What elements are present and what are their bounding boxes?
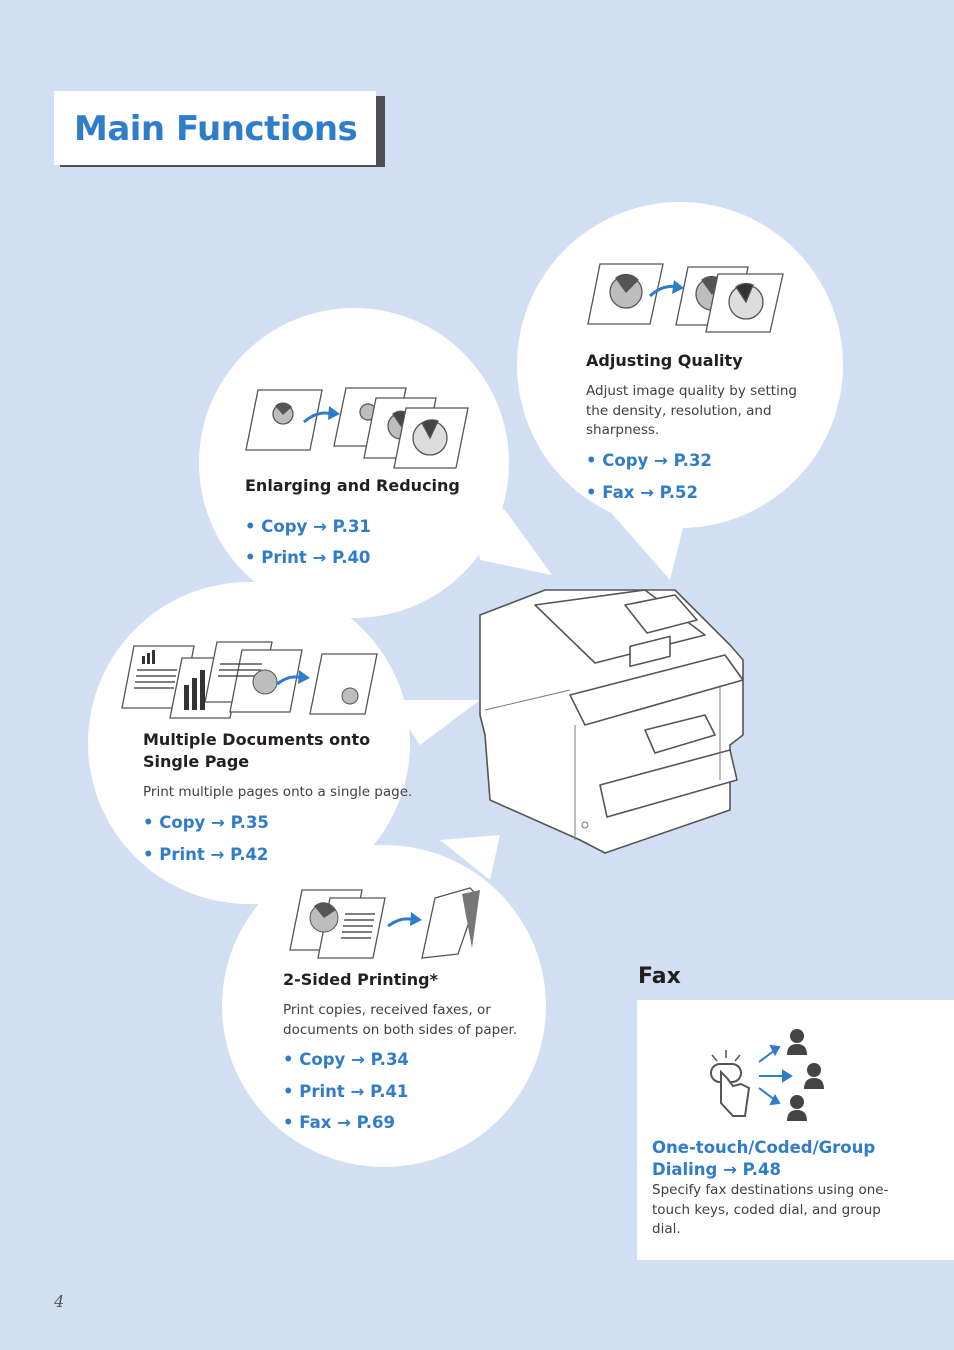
link-fax-p52[interactable]: • Fax → P.52 (586, 482, 698, 502)
fax-description-1: Specify fax destinations using one- (652, 1182, 889, 1198)
multiple-documents-description: Print multiple pages onto a single page. (143, 784, 413, 800)
enlarging-reducing-illustration (245, 387, 469, 469)
page-number: 4 (54, 1292, 65, 1311)
adjusting-quality-description: Adjust image quality by setting the dens… (586, 383, 797, 438)
two-sided-heading: 2-Sided Printing* (283, 970, 438, 989)
fax-section-title: Fax (638, 964, 681, 989)
link-copy-p32[interactable]: • Copy → P.32 (586, 450, 712, 470)
blue-arrow-icon (672, 280, 684, 294)
two-sided-illustration (289, 887, 480, 959)
link-print-p42[interactable]: • Print → P.42 (143, 844, 269, 864)
tail-multiple (390, 700, 480, 745)
fax-panel: One-touch/Coded/Group Dialing → P.48 Spe… (637, 1000, 954, 1260)
link-print-p41[interactable]: • Print → P.41 (283, 1082, 409, 1101)
link-one-touch-dialing-1[interactable]: One-touch/Coded/Group (652, 1138, 876, 1157)
page-title: Main Functions (74, 109, 358, 149)
adjusting-quality-illustration (587, 263, 784, 333)
multiple-documents-heading-1: Multiple Documents onto (143, 730, 371, 749)
destination-arrows (758, 1044, 793, 1106)
fax-content: One-touch/Coded/Group Dialing → P.48 Spe… (652, 1137, 888, 1240)
link-print-p40[interactable]: • Print → P.40 (245, 548, 371, 567)
title-banner: Main Functions (54, 91, 376, 165)
adjusting-quality-heading: Adjusting Quality (586, 351, 743, 370)
feature-enlarging-reducing: Enlarging and Reducing • Copy → P.31 • P… (245, 475, 460, 569)
printer-illustration (479, 589, 744, 854)
link-copy-p31[interactable]: • Copy → P.31 (245, 517, 371, 536)
fax-description-2: touch keys, coded dial, and group (652, 1201, 881, 1218)
person-icon (804, 1063, 824, 1089)
fax-description-3: dial. (652, 1221, 681, 1237)
link-one-touch-dialing-2[interactable]: Dialing → P.48 (652, 1160, 781, 1179)
person-icon (787, 1029, 807, 1055)
tail-two-sided (440, 835, 500, 880)
hand-touch-icon (710, 1050, 751, 1117)
feature-multiple-documents: Multiple Documents onto Single Page Prin… (143, 729, 412, 866)
link-copy-p34[interactable]: • Copy → P.34 (283, 1050, 409, 1069)
two-sided-description-2: documents on both sides of paper. (283, 1021, 518, 1038)
link-fax-p69[interactable]: • Fax → P.69 (283, 1113, 395, 1132)
multiple-documents-illustration (121, 641, 378, 719)
feature-two-sided: 2-Sided Printing* Print copies, received… (283, 969, 517, 1134)
feature-adjusting-quality: Adjusting Quality Adjust image quality b… (586, 350, 816, 504)
two-sided-description-1: Print copies, received faxes, or (283, 1002, 491, 1018)
link-copy-p35[interactable]: • Copy → P.35 (143, 812, 269, 832)
person-icon (787, 1095, 807, 1121)
one-touch-dialing-illustration (710, 1029, 824, 1121)
multiple-documents-heading-2: Single Page (143, 752, 250, 771)
bubble-adjusting-quality (517, 202, 843, 528)
enlarging-reducing-heading: Enlarging and Reducing (245, 476, 460, 495)
